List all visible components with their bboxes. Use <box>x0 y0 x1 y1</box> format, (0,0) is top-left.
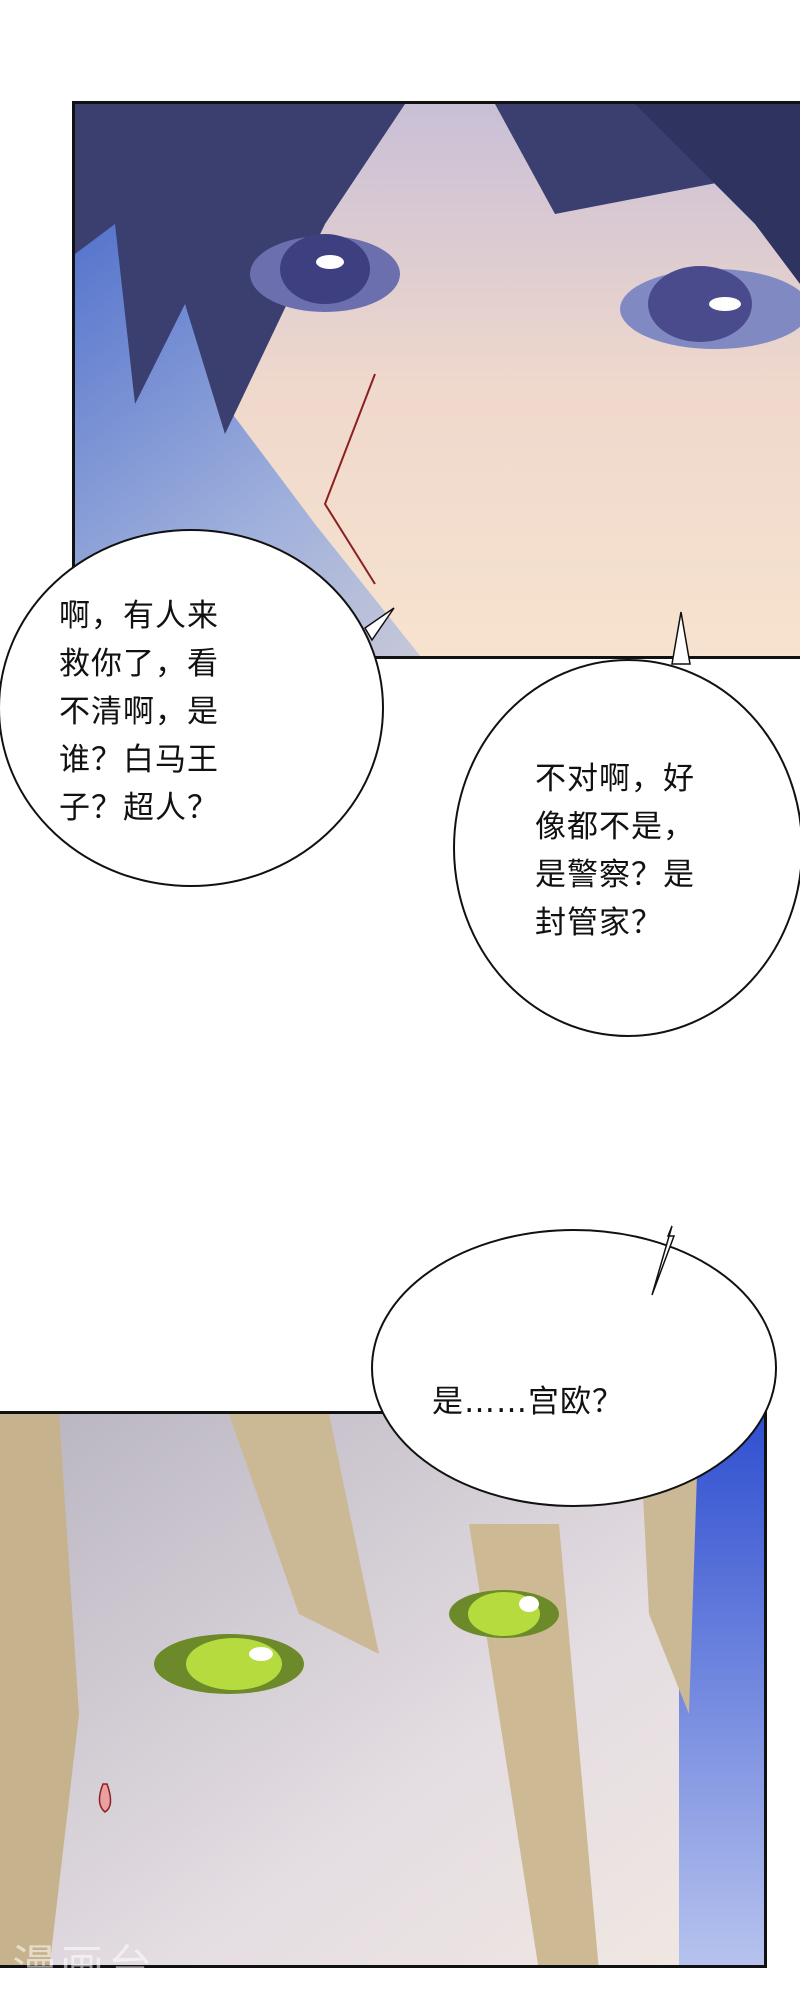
panel-art-dark-haired-character <box>75 104 800 656</box>
speech-bubble-3 <box>371 1225 777 1507</box>
comic-panel-top <box>72 101 800 659</box>
speech-text-2: 不对啊，好 像都不是， 是警察？是 封管家？ <box>535 761 695 941</box>
watermark-logo: 漫画台 <box>12 1941 156 1992</box>
speech-bubble-2 <box>453 611 800 1037</box>
speech-text-1: 啊，有人来 救你了，看 不清啊，是 谁？白马王 子？超人？ <box>59 598 219 826</box>
speech-text-3: 是……宫欧？ <box>432 1384 624 1420</box>
speech-bubble-1 <box>0 529 395 887</box>
panel-art-blonde-character <box>0 1414 764 1965</box>
comic-panel-bottom <box>0 1411 767 1968</box>
